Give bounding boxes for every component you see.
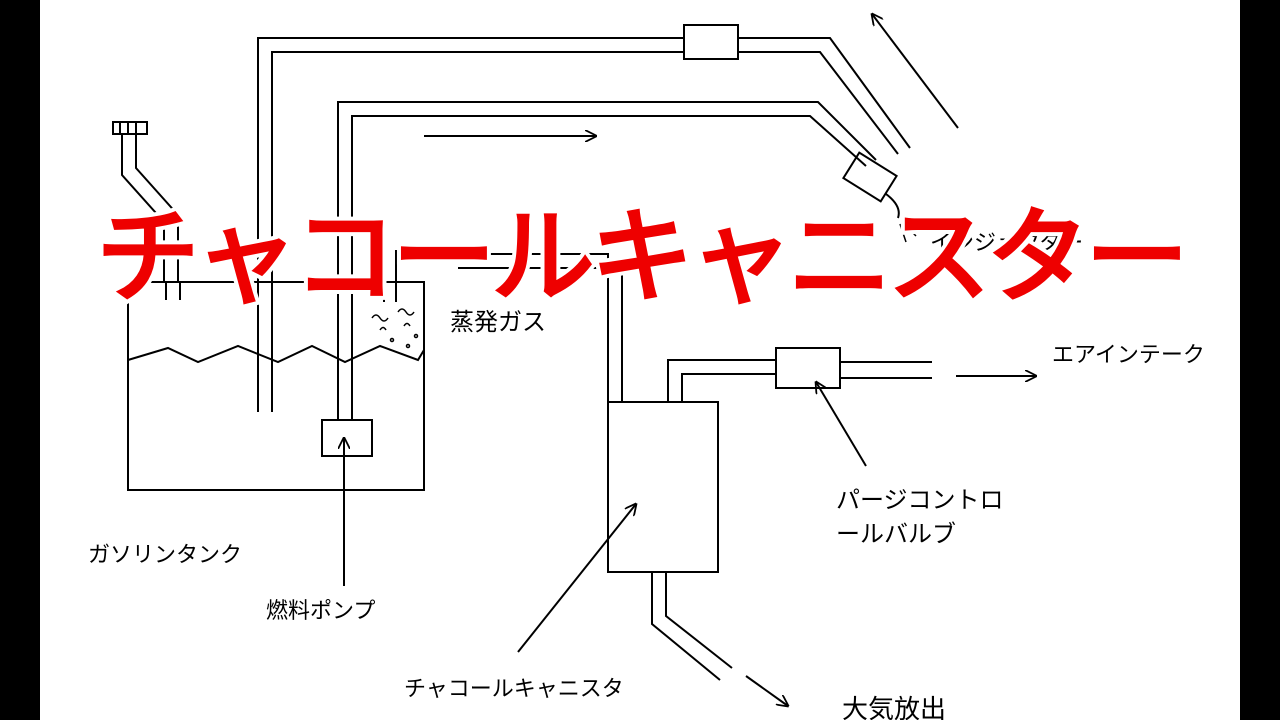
label-evaporative-gas: 蒸発ガス xyxy=(450,308,546,336)
injector-nozzle xyxy=(885,193,900,219)
label-canister: チャコールキャニスタ xyxy=(404,677,624,702)
charcoal-canister xyxy=(607,401,719,573)
injector-filter xyxy=(683,24,739,60)
label-purge-valve-1: パージコントロ xyxy=(836,486,1004,514)
vent-stubs xyxy=(165,250,397,302)
label-fuel-pump: 燃料ポンプ xyxy=(266,599,375,624)
label-injector: インジェクター xyxy=(930,231,1083,256)
pipe-tank-to-injector xyxy=(257,37,911,412)
label-atmosphere-release: 大気放出 xyxy=(842,695,946,720)
diagram-canvas: ガソリンタンク 燃料ポンプ 蒸発ガス インジェクター エアインテーク パージコン… xyxy=(40,0,1240,720)
vapor-bubbles xyxy=(371,308,419,349)
pipe-vapor xyxy=(337,101,877,420)
fuel-system-diagram: ガソリンタンク 燃料ポンプ 蒸発ガス インジェクター エアインテーク パージコン… xyxy=(88,0,1205,720)
pipe-purge-to-intake xyxy=(840,361,932,379)
pipe-canister-to-purge xyxy=(667,359,776,402)
injector-spray xyxy=(899,217,926,243)
injector-body xyxy=(842,151,898,203)
title-overlay: チャコールキャニスター xyxy=(92,192,1193,322)
filler-neck xyxy=(121,134,179,282)
filler-cap xyxy=(112,121,148,135)
label-purge-valve-2: ールバルブ xyxy=(836,520,956,548)
purge-control-valve xyxy=(775,347,841,389)
pipe-canister-vent xyxy=(651,572,733,681)
fuel-level-line xyxy=(127,344,425,364)
gas-tank xyxy=(127,281,425,491)
label-air-intake: エアインテーク xyxy=(1052,343,1205,368)
fuel-pump xyxy=(321,419,373,457)
arrow-canister-pointer xyxy=(517,504,636,653)
arrow-purge-valve-pointer xyxy=(816,382,867,467)
pipe-tank-to-canister xyxy=(458,253,623,402)
label-gas-tank: ガソリンタンク xyxy=(88,543,242,568)
arrow-atmosphere xyxy=(745,675,788,706)
arrow-injector-flow xyxy=(872,14,959,129)
